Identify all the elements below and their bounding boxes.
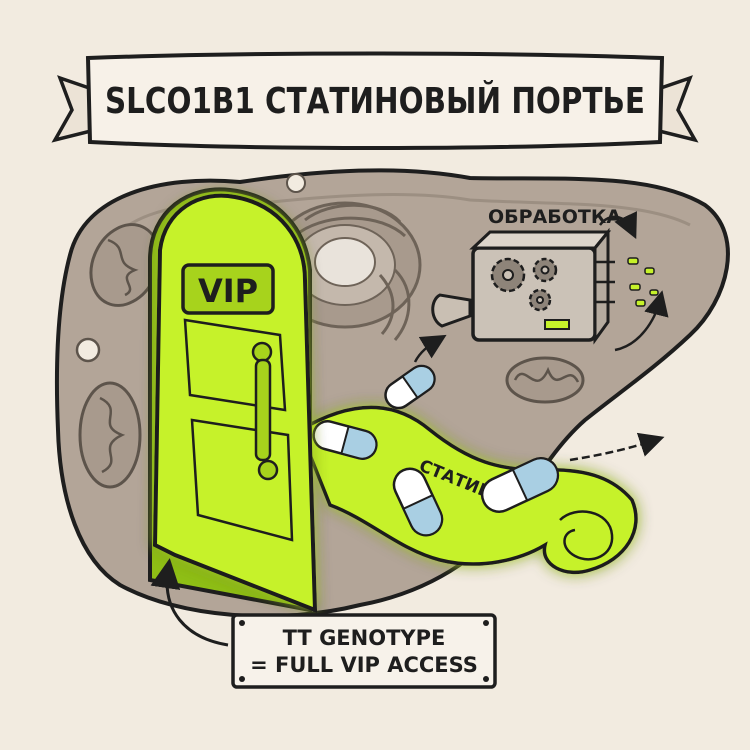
statin-ribbon bbox=[297, 405, 638, 575]
liver-inner-shade bbox=[93, 193, 691, 271]
statin-capsule bbox=[480, 457, 560, 513]
processing-label: ОБРАБОТКА bbox=[488, 206, 621, 228]
mitochondrion-left bbox=[78, 381, 142, 489]
capsule-entry-arrow bbox=[413, 334, 447, 363]
statin-capsule bbox=[392, 467, 444, 537]
mitochondrion-right bbox=[505, 356, 585, 404]
gear-icon bbox=[532, 257, 558, 283]
machine-flow-arrow bbox=[599, 211, 637, 240]
vesicle bbox=[75, 337, 101, 363]
golgi-apparatus bbox=[299, 203, 411, 341]
info-line-2: = FULL VIP ACCESS bbox=[250, 653, 478, 677]
ribbon-exit-arrow bbox=[569, 432, 665, 462]
processing-machine bbox=[431, 211, 669, 352]
machine-flow-arrow bbox=[614, 290, 669, 352]
statin-capsule bbox=[312, 420, 378, 460]
gear-icon bbox=[490, 257, 526, 293]
vip-sign-text: VIP bbox=[198, 272, 258, 310]
door-handle bbox=[251, 341, 279, 481]
info-box bbox=[231, 613, 497, 689]
mitochondrion-top-left bbox=[89, 223, 161, 307]
gear-icon bbox=[528, 288, 552, 312]
info-line-1: TT GENOTYPE bbox=[283, 626, 446, 650]
page-title: SLCO1B1 СТАТИНОВЫЙ ПОРТЬЕ bbox=[105, 80, 645, 122]
vip-door bbox=[148, 187, 318, 613]
title-banner bbox=[51, 51, 699, 150]
pointer-arrow bbox=[150, 558, 229, 647]
vesicle bbox=[286, 173, 306, 193]
door-sign bbox=[181, 263, 275, 315]
statin-capsule bbox=[384, 364, 436, 410]
indicator-light bbox=[544, 319, 570, 330]
